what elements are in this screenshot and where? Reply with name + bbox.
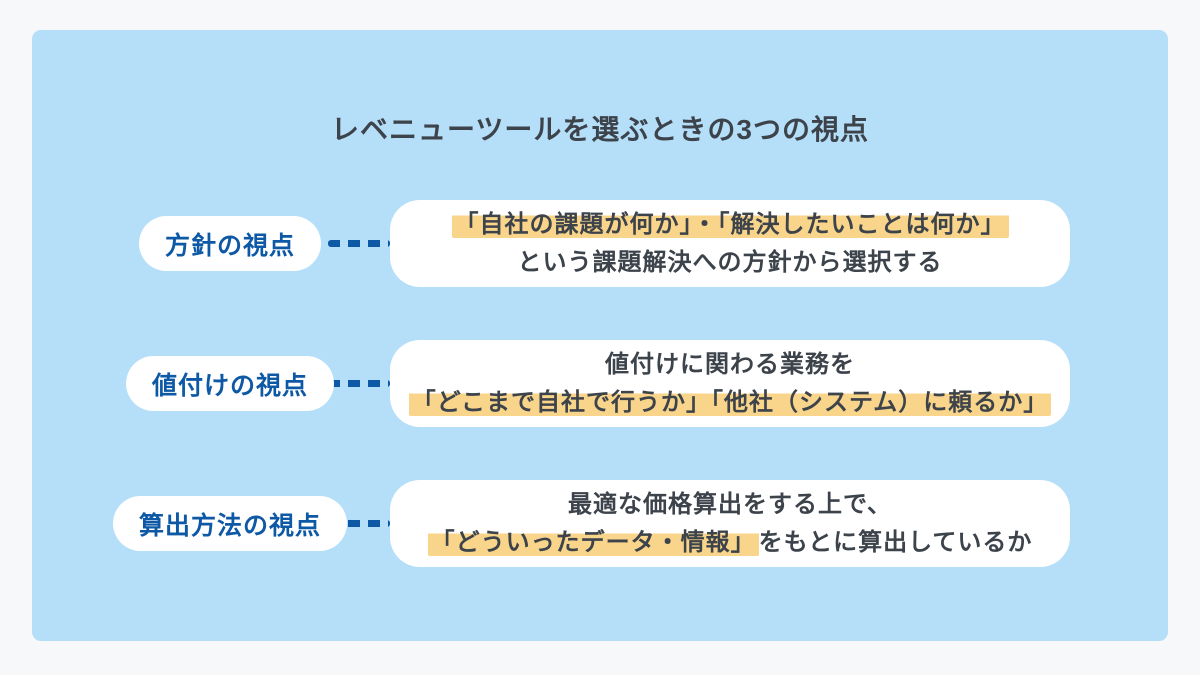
perspective-label-pill: 値付けの視点: [125, 356, 334, 411]
perspective-row: 値付けの視点 値付けに関わる業務を「どこまで自社で行うか」「他社（システム）に頼…: [102, 340, 1168, 427]
perspective-label: 値付けの視点: [151, 371, 308, 400]
plain-text: 値付けに関わる業務を: [605, 350, 855, 378]
dashed-connector-line: [328, 340, 390, 427]
description-card: 値付けに関わる業務を「どこまで自社で行うか」「他社（システム）に頼るか」: [390, 340, 1070, 427]
description-card: 「自社の課題が何か」・「解決したいことは何か」という課題解決への方針から選択する: [390, 200, 1070, 287]
highlighted-text: 「自社の課題が何か」・「解決したいことは何か」: [451, 210, 1009, 238]
description-line: 「どういったデータ・情報」をもとに算出しているか: [427, 524, 1033, 562]
description-line: 最適な価格算出をする上で、: [568, 486, 892, 524]
perspective-pill-column: 算出方法の視点: [102, 496, 358, 551]
perspective-pill-column: 方針の視点: [102, 216, 358, 271]
dashed-connector-line: [328, 480, 390, 567]
perspective-label: 算出方法の視点: [138, 511, 321, 540]
perspective-label-pill: 算出方法の視点: [112, 496, 347, 551]
perspective-row: 方針の視点 「自社の課題が何か」・「解決したいことは何か」という課題解決への方針…: [102, 200, 1168, 287]
description-line: 「自社の課題が何か」・「解決したいことは何か」: [451, 206, 1009, 244]
description-card: 最適な価格算出をする上で、「どういったデータ・情報」をもとに算出しているか: [390, 480, 1070, 567]
description-line: 値付けに関わる業務を: [605, 346, 855, 384]
infographic-panel: レベニューツールを選ぶときの3つの視点 方針の視点 「自社の課題が何か」・「解決…: [32, 30, 1168, 641]
page-title: レベニューツールを選ぶときの3つの視点: [330, 114, 869, 145]
highlighted-text: 「どこまで自社で行うか」「他社（システム）に頼るか」: [408, 388, 1052, 416]
description-line: という課題解決への方針から選択する: [518, 244, 943, 282]
plain-text: 最適な価格算出をする上で、: [567, 490, 893, 518]
perspective-row: 算出方法の視点 最適な価格算出をする上で、「どういったデータ・情報」をもとに算出…: [102, 480, 1168, 567]
plain-text: という課題解決への方針から選択する: [517, 248, 943, 276]
plain-text: をもとに算出しているか: [758, 528, 1033, 556]
perspective-label-pill: 方針の視点: [138, 216, 321, 271]
highlighted-text: 「どういったデータ・情報」: [427, 528, 759, 556]
perspective-label: 方針の視点: [164, 231, 295, 260]
dashed-connector-line: [328, 200, 390, 287]
perspective-rows-container: 方針の視点 「自社の課題が何か」・「解決したいことは何か」という課題解決への方針…: [32, 200, 1168, 567]
description-line: 「どこまで自社で行うか」「他社（システム）に頼るか」: [408, 384, 1052, 422]
perspective-pill-column: 値付けの視点: [102, 356, 358, 411]
